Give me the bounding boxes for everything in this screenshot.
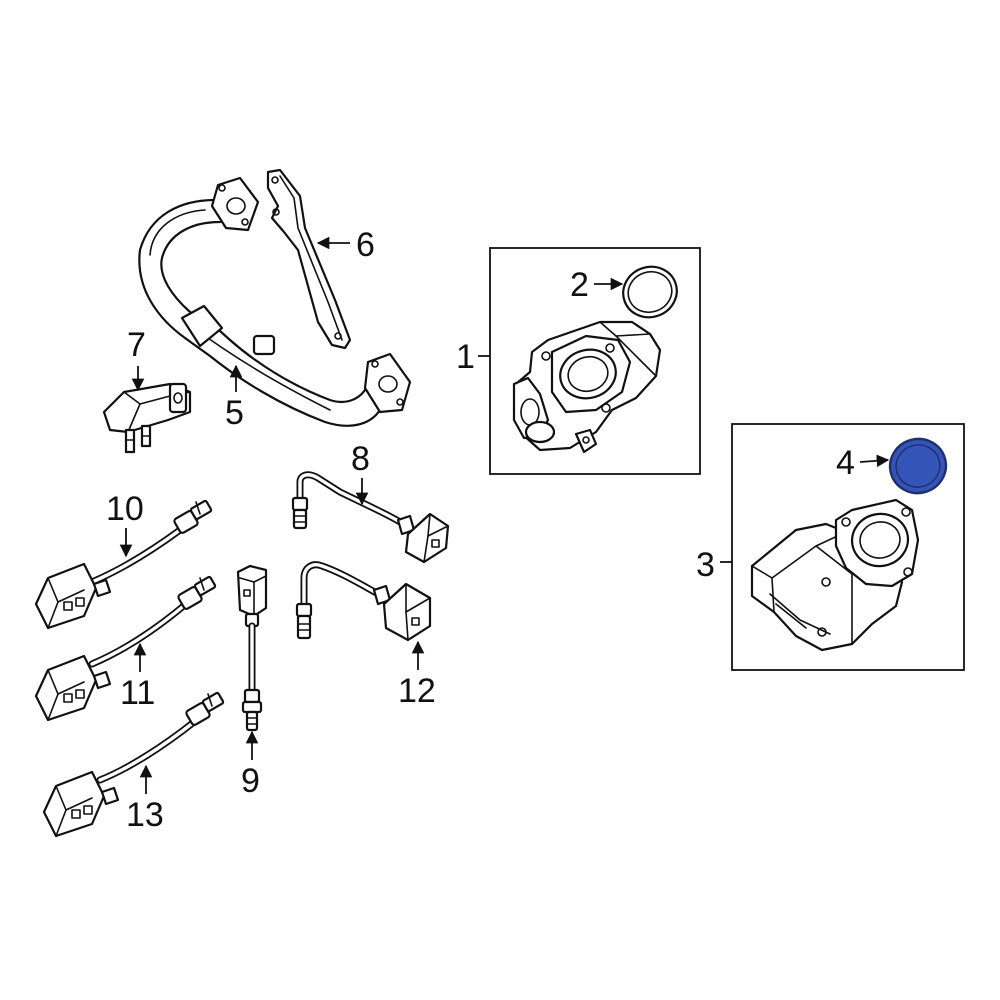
egr-valve-part-1: [512, 320, 662, 454]
callout-10: 10: [106, 490, 144, 528]
part-1-frame: [489, 247, 701, 475]
leader-lines: [119, 236, 890, 794]
gasket-part-4: [888, 437, 948, 495]
callout-11: 11: [120, 674, 155, 712]
sensor-part-10: [34, 499, 213, 630]
callout-4: 4: [836, 444, 855, 482]
sensor-part-12: [295, 561, 432, 642]
sensor-part-9: [236, 564, 268, 732]
callout-6: 6: [356, 226, 375, 264]
callout-8: 8: [351, 440, 370, 478]
sensor-part-11: [34, 575, 217, 722]
sensor-part-8: [291, 471, 450, 564]
callout-2: 2: [570, 266, 589, 304]
callout-7: 7: [127, 326, 146, 364]
callout-5: 5: [225, 394, 244, 432]
callout-12: 12: [398, 672, 436, 710]
callout-numbers: 1 2 3 4 5 6 7 8 9 10 11 12 13: [106, 226, 855, 834]
pressure-sensor-part-7: [102, 382, 192, 454]
bracket-part-6: [266, 168, 352, 350]
sensor-part-13: [42, 691, 225, 838]
callout-1: 1: [456, 338, 475, 376]
callout-9: 9: [241, 762, 260, 800]
callout-3: 3: [696, 546, 715, 584]
egr-pipe-part-5: [138, 176, 412, 427]
egr-valve-part-3: [750, 498, 920, 652]
callout-13: 13: [126, 796, 164, 834]
part-3-frame: [731, 423, 965, 671]
gasket-part-2: [622, 265, 678, 319]
